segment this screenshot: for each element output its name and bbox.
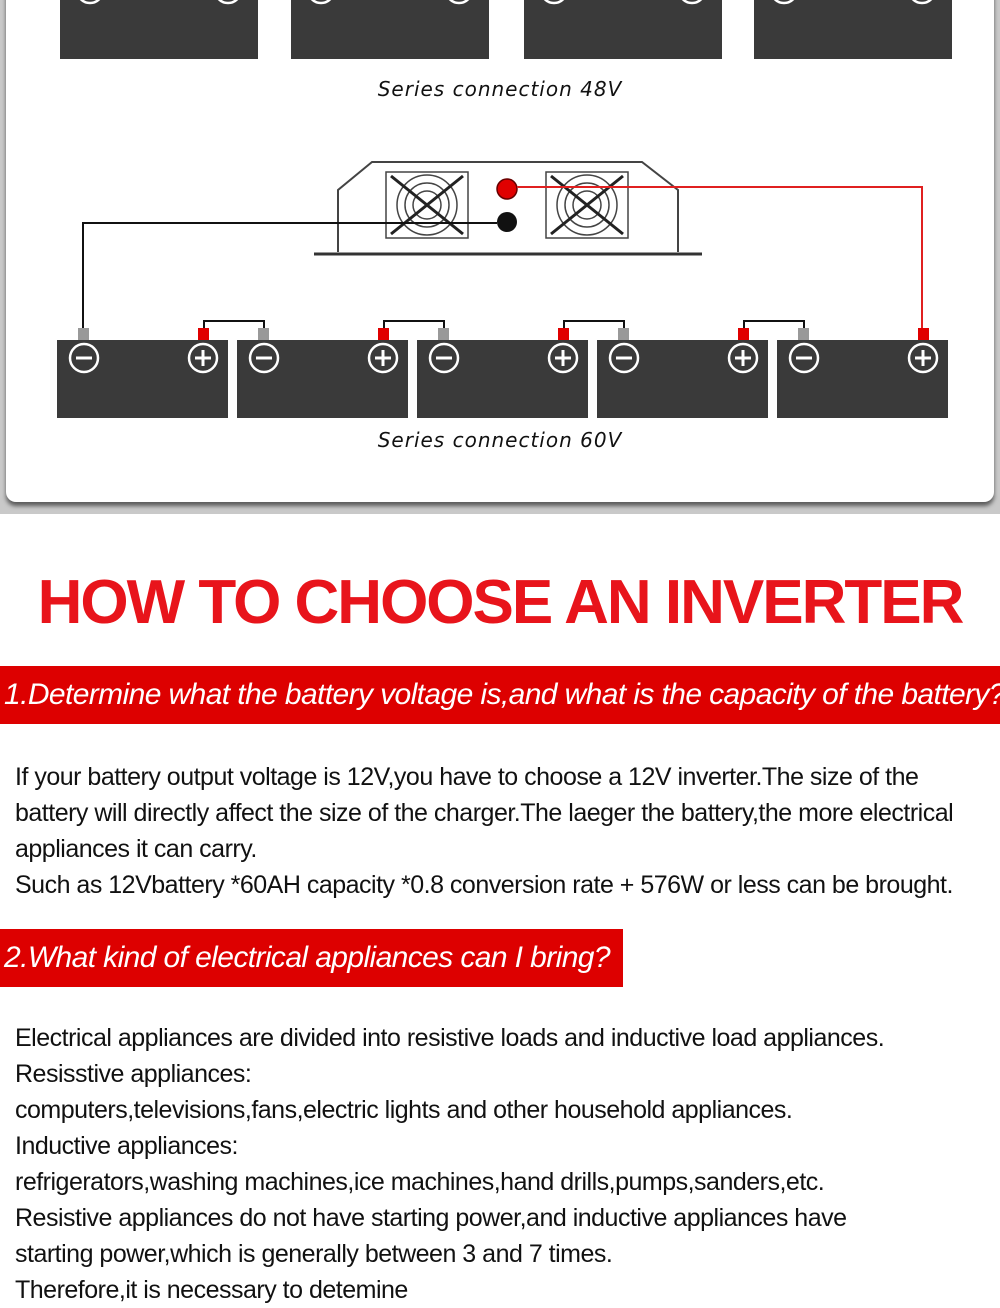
section-2-line: Resistive appliances do not have startin…: [15, 1204, 847, 1232]
section-1-body: If your battery output voltage is 12V,yo…: [15, 759, 995, 903]
battery-60v-3: [417, 328, 588, 418]
inverter-positive-terminal: [496, 178, 518, 200]
section-2-line: Inductive appliances:: [15, 1132, 238, 1160]
battery-row-48v: [60, 0, 952, 59]
fan-right-icon: [545, 171, 629, 239]
battery-48v-4: [754, 0, 952, 59]
section-2-line: Therefore,it is necessary to detemine: [15, 1276, 408, 1304]
battery-60v-4: [597, 328, 768, 418]
section-2-line: Resisstive appliances:: [15, 1060, 252, 1088]
negative-wire: [82, 222, 497, 330]
battery-48v-2: [291, 0, 489, 59]
section-2-body: Electrical appliances are divided into r…: [15, 1020, 995, 1308]
section-1-line: If your battery output voltage is 12V,yo…: [15, 763, 919, 791]
battery-48v-3: [524, 0, 722, 59]
page-title: HOW TO CHOOSE AN INVERTER: [37, 568, 965, 637]
battery-60v-2: [237, 328, 408, 418]
caption-series-48v: Series connection 48V: [377, 77, 623, 101]
caption-series-60v: Series connection 60V: [377, 428, 623, 452]
section-2-line: Electrical appliances are divided into r…: [15, 1024, 885, 1052]
wiring-diagram-panel: Series connection 48V Series connection …: [0, 0, 1000, 514]
wires: [82, 186, 923, 330]
series-connection-diagram: [57, 0, 952, 418]
section-2-line: starting power,which is generally betwee…: [15, 1240, 613, 1268]
battery-48v-1: [60, 0, 258, 59]
section-2-heading: 2.What kind of electrical appliances can…: [0, 929, 623, 987]
section-2-line: computers,televisions,fans,electric ligh…: [15, 1096, 793, 1124]
positive-wire: [517, 186, 923, 330]
inverter-negative-terminal: [497, 212, 517, 232]
battery-row-60v: [57, 328, 948, 418]
inverter: [314, 161, 702, 256]
section-1-heading: 1.Determine what the battery voltage is,…: [0, 666, 1000, 724]
section-1-line: battery will directly affect the size of…: [15, 799, 954, 827]
battery-60v-5: [777, 328, 948, 418]
fan-left-icon: [385, 171, 469, 239]
battery-60v-1: [57, 328, 228, 418]
wiring-diagram-card: [6, 0, 994, 502]
section-2-line: refrigerators,washing machines,ice machi…: [15, 1168, 825, 1196]
section-1-line: appliances it can carry.: [15, 835, 257, 863]
section-1-line: Such as 12Vbattery *60AH capacity *0.8 c…: [15, 871, 953, 899]
